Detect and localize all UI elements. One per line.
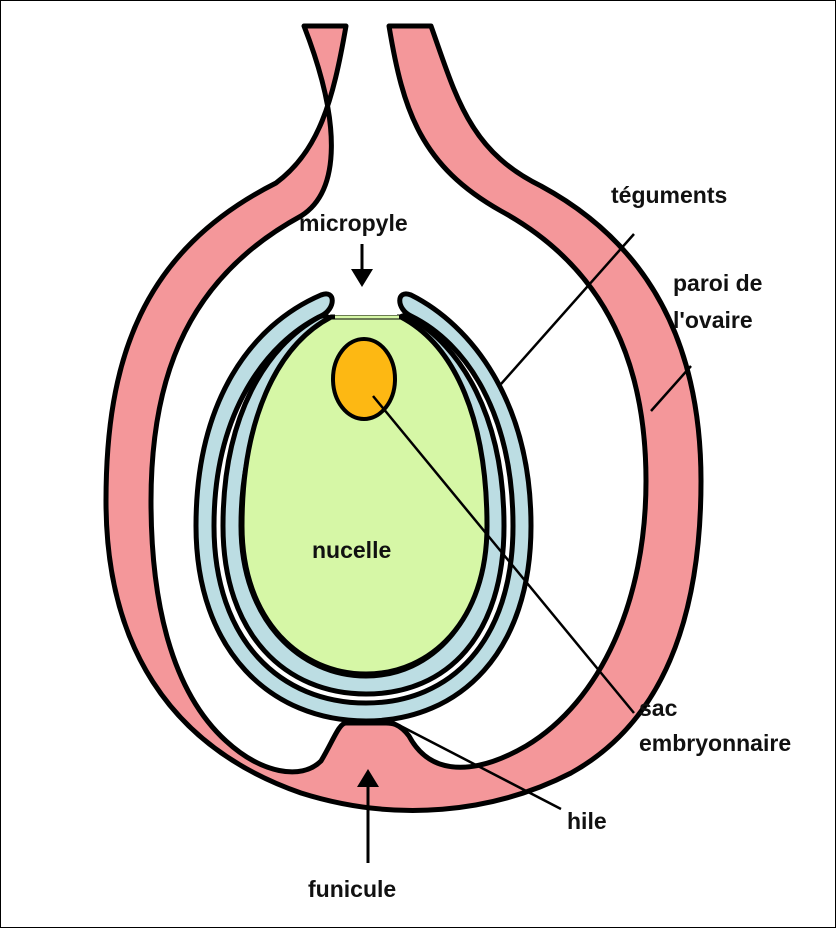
label-sac-line2: embryonnaire xyxy=(639,730,791,756)
label-paroi-line2: l'ovaire xyxy=(673,307,753,333)
label-funicule: funicule xyxy=(308,876,396,902)
label-hile: hile xyxy=(567,808,607,834)
label-micropyle: micropyle xyxy=(299,210,408,236)
label-paroi-line1: paroi de xyxy=(673,270,762,296)
label-nucelle: nucelle xyxy=(312,537,391,563)
label-sac-line1: sac xyxy=(639,695,678,721)
label-teguments: téguments xyxy=(611,182,727,208)
micropyle-arrow-head xyxy=(351,269,373,287)
micropyle-opening xyxy=(335,301,397,315)
embryo-sac xyxy=(333,339,395,419)
